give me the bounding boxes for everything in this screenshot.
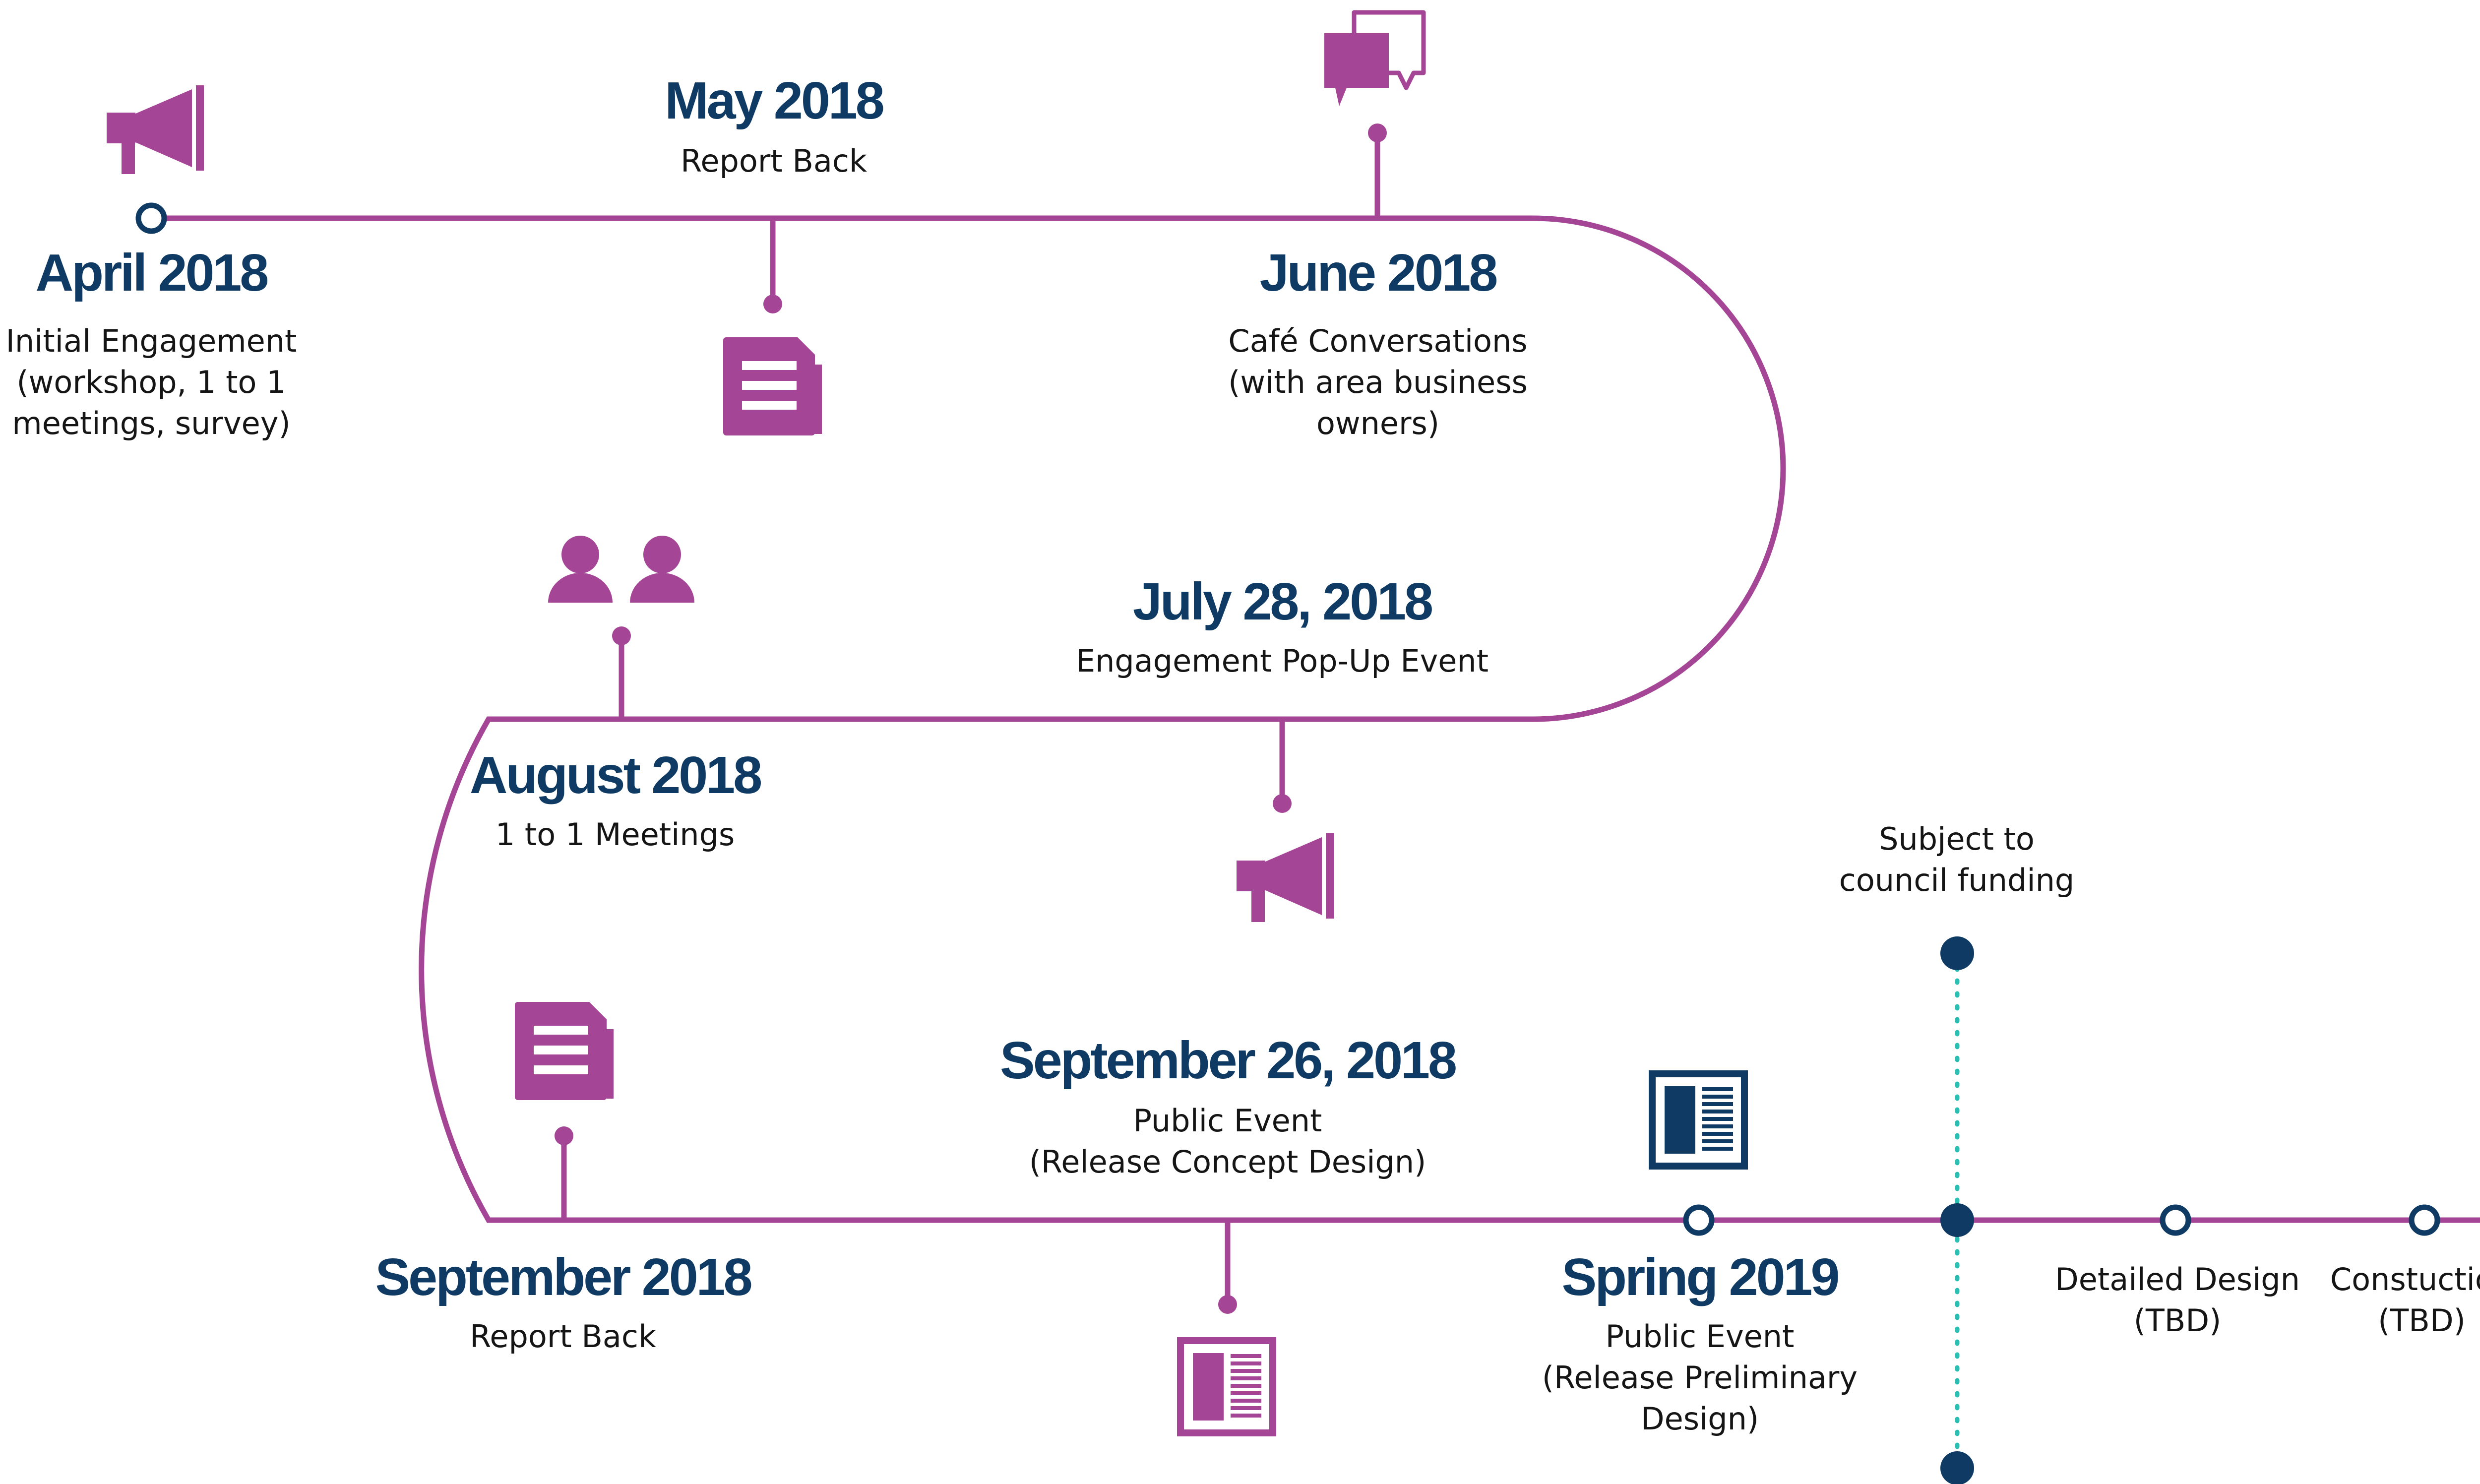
milestone-date: July 28, 2018 — [1132, 572, 1433, 631]
milestone-july-28-2018: July 28, 2018 Engagement Pop-Up Event — [1034, 574, 1530, 681]
milestone-date: June 2018 — [1259, 244, 1498, 302]
milestone-august-2018: August 2018 1 to 1 Meetings — [417, 746, 813, 855]
milestone-description: Engagement Pop-Up Event — [1075, 643, 1489, 680]
megaphone-icon — [1237, 833, 1334, 922]
milestone-description: Report Back — [681, 143, 867, 180]
speech-bubbles-icon — [1324, 10, 1426, 106]
milestone-date: May 2018 — [665, 71, 884, 130]
megaphone-icon — [107, 85, 204, 174]
people-icon — [548, 536, 694, 603]
milestone-april-2018: April 2018 Initial Engagement (workshop,… — [0, 244, 303, 444]
funding-node-bottom — [1940, 1451, 1974, 1484]
funding-node-top — [1940, 936, 1974, 970]
milestone-june-2018: June 2018 Café Conversations (with area … — [1179, 244, 1576, 444]
milestone-description: Public Event (Release Concept Design) — [1029, 1103, 1426, 1180]
funding-node-track — [1940, 1203, 1974, 1237]
newspaper-icon — [1649, 1070, 1748, 1170]
connector-june-2018-dot — [1368, 124, 1387, 142]
milestone-description: 1 to 1 Meetings — [495, 816, 735, 853]
milestone-date: August 2018 — [469, 746, 762, 804]
milestone-september-2018: September 2018 Report Back — [315, 1248, 811, 1357]
connector-may-2018-dot — [763, 295, 782, 313]
milestone-description: Report Back — [470, 1318, 656, 1355]
timeline-track — [151, 215, 2480, 1223]
connector-september-2018-dot — [555, 1126, 573, 1145]
milestone-date: April 2018 — [35, 244, 269, 302]
newsletter-icon — [723, 337, 822, 435]
milestone-date: Spring 2019 — [1561, 1248, 1840, 1306]
milestone-date: September 2018 — [375, 1248, 752, 1306]
node-detailed-design — [2160, 1204, 2191, 1236]
node-spring-2019 — [1683, 1204, 1715, 1236]
node-april-2018 — [135, 202, 167, 234]
node-construction — [2409, 1204, 2440, 1236]
newsletter-icon — [515, 1002, 614, 1100]
milestone-description: Public Event (Release Preliminary Design… — [1542, 1318, 1858, 1437]
phase-construction: Constuction (TBD) — [2330, 1261, 2480, 1339]
milestone-date: September 26, 2018 — [1000, 1031, 1457, 1090]
funding-note: Subject to council funding — [1839, 821, 2075, 899]
milestone-may-2018: May 2018 Report Back — [575, 73, 972, 182]
milestone-description: Initial Engagement (workshop, 1 to 1 mee… — [5, 323, 297, 442]
phase-detailed-design: Detailed Design (TBD) — [2055, 1261, 2300, 1339]
connector-august-2018-dot — [612, 626, 631, 645]
connector-july-2018-dot — [1273, 794, 1292, 813]
newspaper-icon — [1177, 1337, 1276, 1436]
milestone-description: Café Conversations (with area business o… — [1228, 323, 1528, 442]
connector-september-26-2018-dot — [1218, 1295, 1237, 1314]
milestone-september-26-2018: September 26, 2018 Public Event (Release… — [955, 1033, 1500, 1182]
milestone-spring-2019: Spring 2019 Public Event (Release Prelim… — [1501, 1248, 1898, 1440]
